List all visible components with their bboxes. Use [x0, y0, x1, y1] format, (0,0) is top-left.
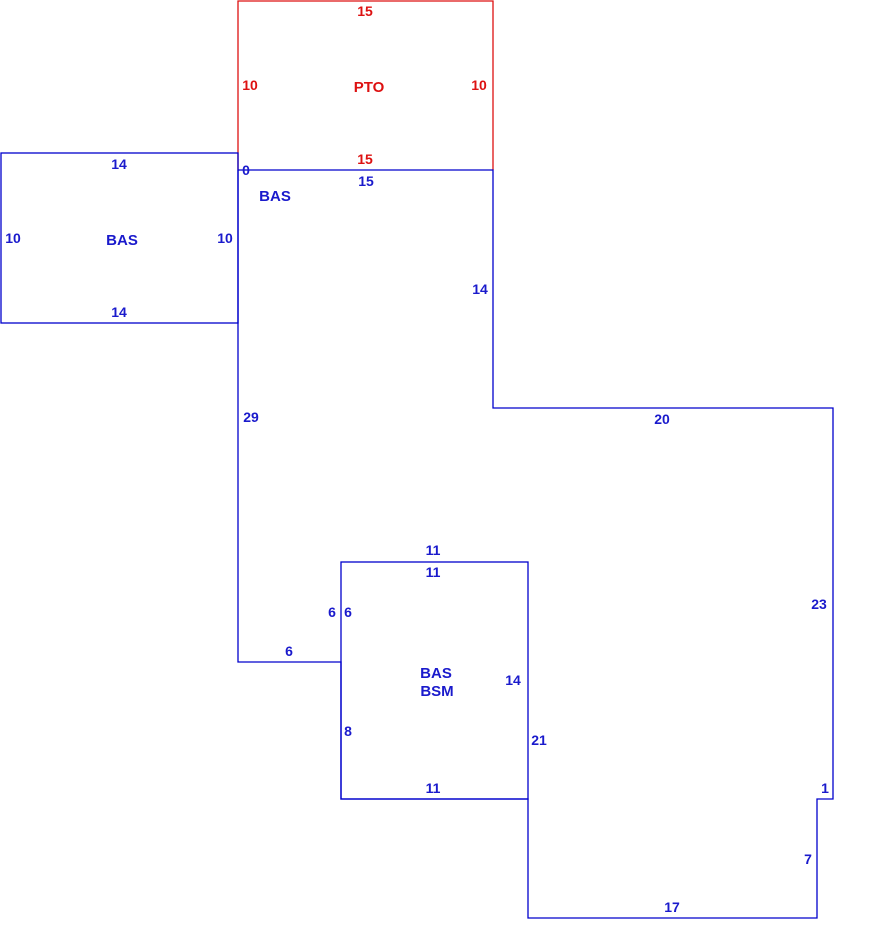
bsm-label-line2: BSM: [420, 683, 453, 700]
dim-main-zero: 0: [242, 162, 250, 178]
dim-main-jog: 1: [821, 780, 829, 796]
dim-bas-left-bottom: 14: [111, 304, 127, 320]
dim-bas-left-left: 10: [5, 230, 21, 246]
dim-pto-top: 15: [357, 3, 373, 19]
dim-pto-left: 10: [242, 77, 258, 93]
bas-main-label: BAS: [259, 188, 291, 205]
dim-main-left: 29: [243, 409, 259, 425]
dim-main-inner-left: 6: [328, 604, 336, 620]
dim-bas-left-top: 14: [111, 156, 127, 172]
pto-outline: [237, 0, 494, 170]
bsm-outline: [340, 561, 529, 800]
dim-bsm-left-lower: 8: [344, 723, 352, 739]
dim-main-bottom: 17: [664, 899, 680, 915]
dim-bsm-left-upper: 6: [344, 604, 352, 620]
dim-main-inner-bottom: 6: [285, 643, 293, 659]
bas-main-outline: [237, 169, 834, 919]
dim-main-step-top: 20: [654, 411, 670, 427]
bas-left-label: BAS: [106, 232, 138, 249]
dim-bsm-right: 14: [505, 672, 521, 688]
pto-label: PTO: [354, 79, 385, 96]
dim-main-right-upper: 14: [472, 281, 488, 297]
dim-main-top: 15: [358, 173, 374, 189]
bsm-label-line1: BAS: [420, 665, 452, 682]
dim-pto-bottom: 15: [357, 151, 373, 167]
dim-main-right-long: 23: [811, 596, 827, 612]
dim-main-lower-left: 21: [531, 732, 547, 748]
dim-bsm-top-outer: 11: [426, 542, 441, 558]
dim-bsm-bottom: 11: [426, 780, 441, 796]
dim-bas-left-right: 10: [217, 230, 233, 246]
dim-main-right-lower: 7: [804, 851, 812, 867]
dim-bsm-top-inner: 11: [426, 564, 441, 580]
dim-pto-right: 10: [471, 77, 487, 93]
